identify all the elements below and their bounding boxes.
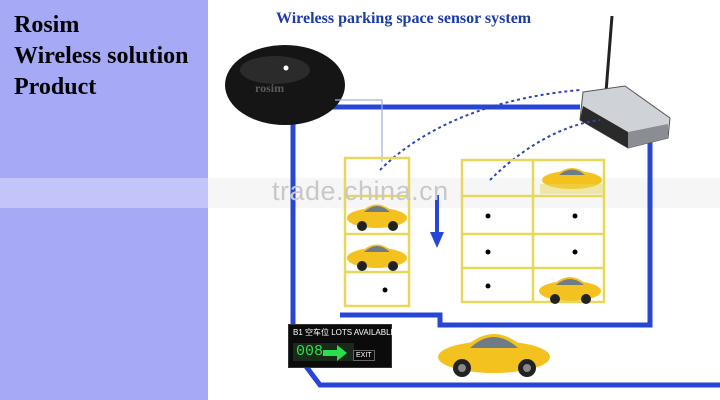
brand-line-3: Product [14,74,97,100]
car-right-bottom [539,277,601,304]
availability-sign: B1 空车位 LOTS AVAILABLE 008 EXIT [288,324,396,368]
route-line-bottom [303,363,720,388]
right-lots [460,158,606,304]
car-right-top [540,168,604,194]
brand-line-1: Rosim [14,12,80,38]
wireless-link-1 [379,89,581,171]
gateway-antenna [604,15,614,93]
sensor-highlight [240,56,310,84]
left-lots [343,156,411,308]
diagram-title: Wireless parking space sensor system [276,10,532,27]
sensor-dots [382,213,578,293]
watermark: trade.china.cn [272,176,449,206]
wireless-link-2 [489,119,601,181]
sensor-link [335,99,383,162]
left-band [0,178,208,208]
brand-heading: Rosim Wireless solution Product [14,10,188,103]
car-left-2 [347,244,407,271]
route-line-right [340,140,653,328]
brand-line-2: Wireless solution [14,43,189,69]
sign-exit: EXIT [353,350,375,361]
sign-header: B1 空车位 LOTS AVAILABLE [293,328,396,337]
arrow-right-icon [323,345,347,361]
sensor-label: rosim [255,81,284,95]
car-left-1 [347,204,407,231]
car-driving [438,334,550,377]
direction-arrow-head [430,232,444,248]
